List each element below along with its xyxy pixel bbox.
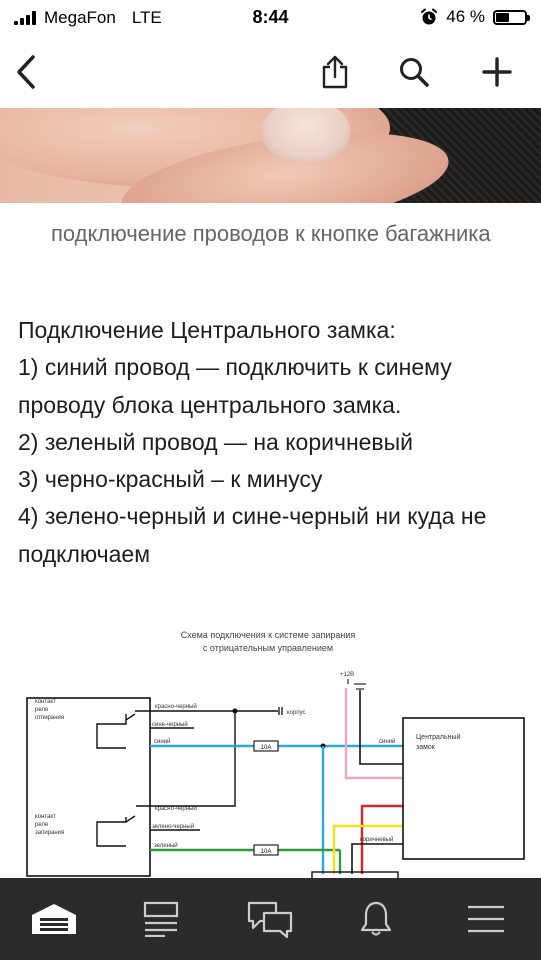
wire-label-green: зеленый xyxy=(154,842,178,849)
carrier-name: MegaFon xyxy=(44,8,116,27)
battery-icon xyxy=(493,9,530,25)
signal-strength-icon xyxy=(14,11,36,25)
share-button[interactable] xyxy=(315,52,355,92)
plus-icon xyxy=(482,57,512,87)
back-button[interactable] xyxy=(6,52,46,92)
tab-messages[interactable] xyxy=(240,896,300,942)
article-line: 4) зелено-черный и сине-черный ни куда н… xyxy=(18,503,487,567)
search-icon xyxy=(400,58,429,87)
wiring-diagram-svg: Схема подключения к системе запирания с … xyxy=(26,630,525,881)
messages-icon xyxy=(247,901,293,938)
photo-caption: подключение проводов к кнопке багажника xyxy=(51,221,491,246)
article-line: 2) зеленый провод — на коричневый xyxy=(18,428,414,455)
status-right: 46 % xyxy=(420,7,530,27)
relay2-label-3: запирания xyxy=(35,830,64,836)
ground-label: корпус xyxy=(287,710,306,716)
tab-bar xyxy=(0,878,541,960)
central-lock-label-1: Центральный xyxy=(416,733,461,741)
relay2-label-1: контакт xyxy=(35,814,56,820)
menu-icon xyxy=(468,905,504,933)
tab-garage[interactable] xyxy=(24,896,84,942)
alarm-icon xyxy=(421,8,438,25)
article-line: 1) синий провод — подключить к синему пр… xyxy=(18,354,452,418)
feed-icon xyxy=(143,901,179,937)
wire-label-brown: коричневый xyxy=(360,836,393,843)
status-left: MegaFon LTE xyxy=(14,8,162,28)
relay1-label-3: отпирания xyxy=(35,715,64,721)
status-bar: MegaFon LTE 8:44 46 % xyxy=(0,0,541,36)
diagram-title-2: с отрицательным управлением xyxy=(203,643,333,653)
garage-icon xyxy=(32,904,76,934)
fuse2-label: 10A xyxy=(261,849,272,855)
wire-label-blue-black: сине-черный xyxy=(152,721,188,728)
article-photo[interactable] xyxy=(0,108,541,203)
nav-bar xyxy=(0,36,541,108)
wire-label-green-black: зелено-черный xyxy=(152,823,194,830)
photo-nail xyxy=(262,108,350,162)
relay1-label-2: реле xyxy=(35,707,49,713)
central-lock-label-2: замок xyxy=(416,744,436,751)
article-body: Подключение Центрального замка: 1) синий… xyxy=(18,312,528,573)
article-line: Подключение Центрального замка: xyxy=(18,317,396,343)
relay1-label-1: контакт xyxy=(35,699,56,705)
wiring-diagram[interactable]: Схема подключения к системе запирания с … xyxy=(0,622,541,881)
back-chevron-icon xyxy=(17,55,35,89)
network-type: LTE xyxy=(131,8,162,27)
bell-icon xyxy=(360,901,392,936)
tab-menu[interactable] xyxy=(456,896,516,942)
wire-label-red-black-1: красно-черный xyxy=(155,703,197,710)
fuse1-label: 10A xyxy=(261,745,272,751)
status-time: 8:44 xyxy=(252,7,289,27)
battery-percent: 46 % xyxy=(446,7,485,26)
central-lock-box xyxy=(402,717,525,860)
tab-notifications[interactable] xyxy=(346,896,406,942)
wire-label-blue-right: синий xyxy=(379,738,395,745)
tab-feed[interactable] xyxy=(131,896,191,942)
plus12-label: +12В xyxy=(340,672,354,678)
wire-label-blue: синий xyxy=(154,738,170,745)
add-button[interactable] xyxy=(477,52,517,92)
relay-box xyxy=(26,697,151,877)
relay2-label-2: реле xyxy=(35,822,49,828)
wire-label-red-black-2: красно-черный xyxy=(155,805,197,812)
search-button[interactable] xyxy=(394,52,434,92)
share-icon xyxy=(322,55,348,89)
article-line: 3) черно-красный – к минусу xyxy=(18,466,323,493)
diagram-title-1: Схема подключения к системе запирания xyxy=(181,630,356,640)
